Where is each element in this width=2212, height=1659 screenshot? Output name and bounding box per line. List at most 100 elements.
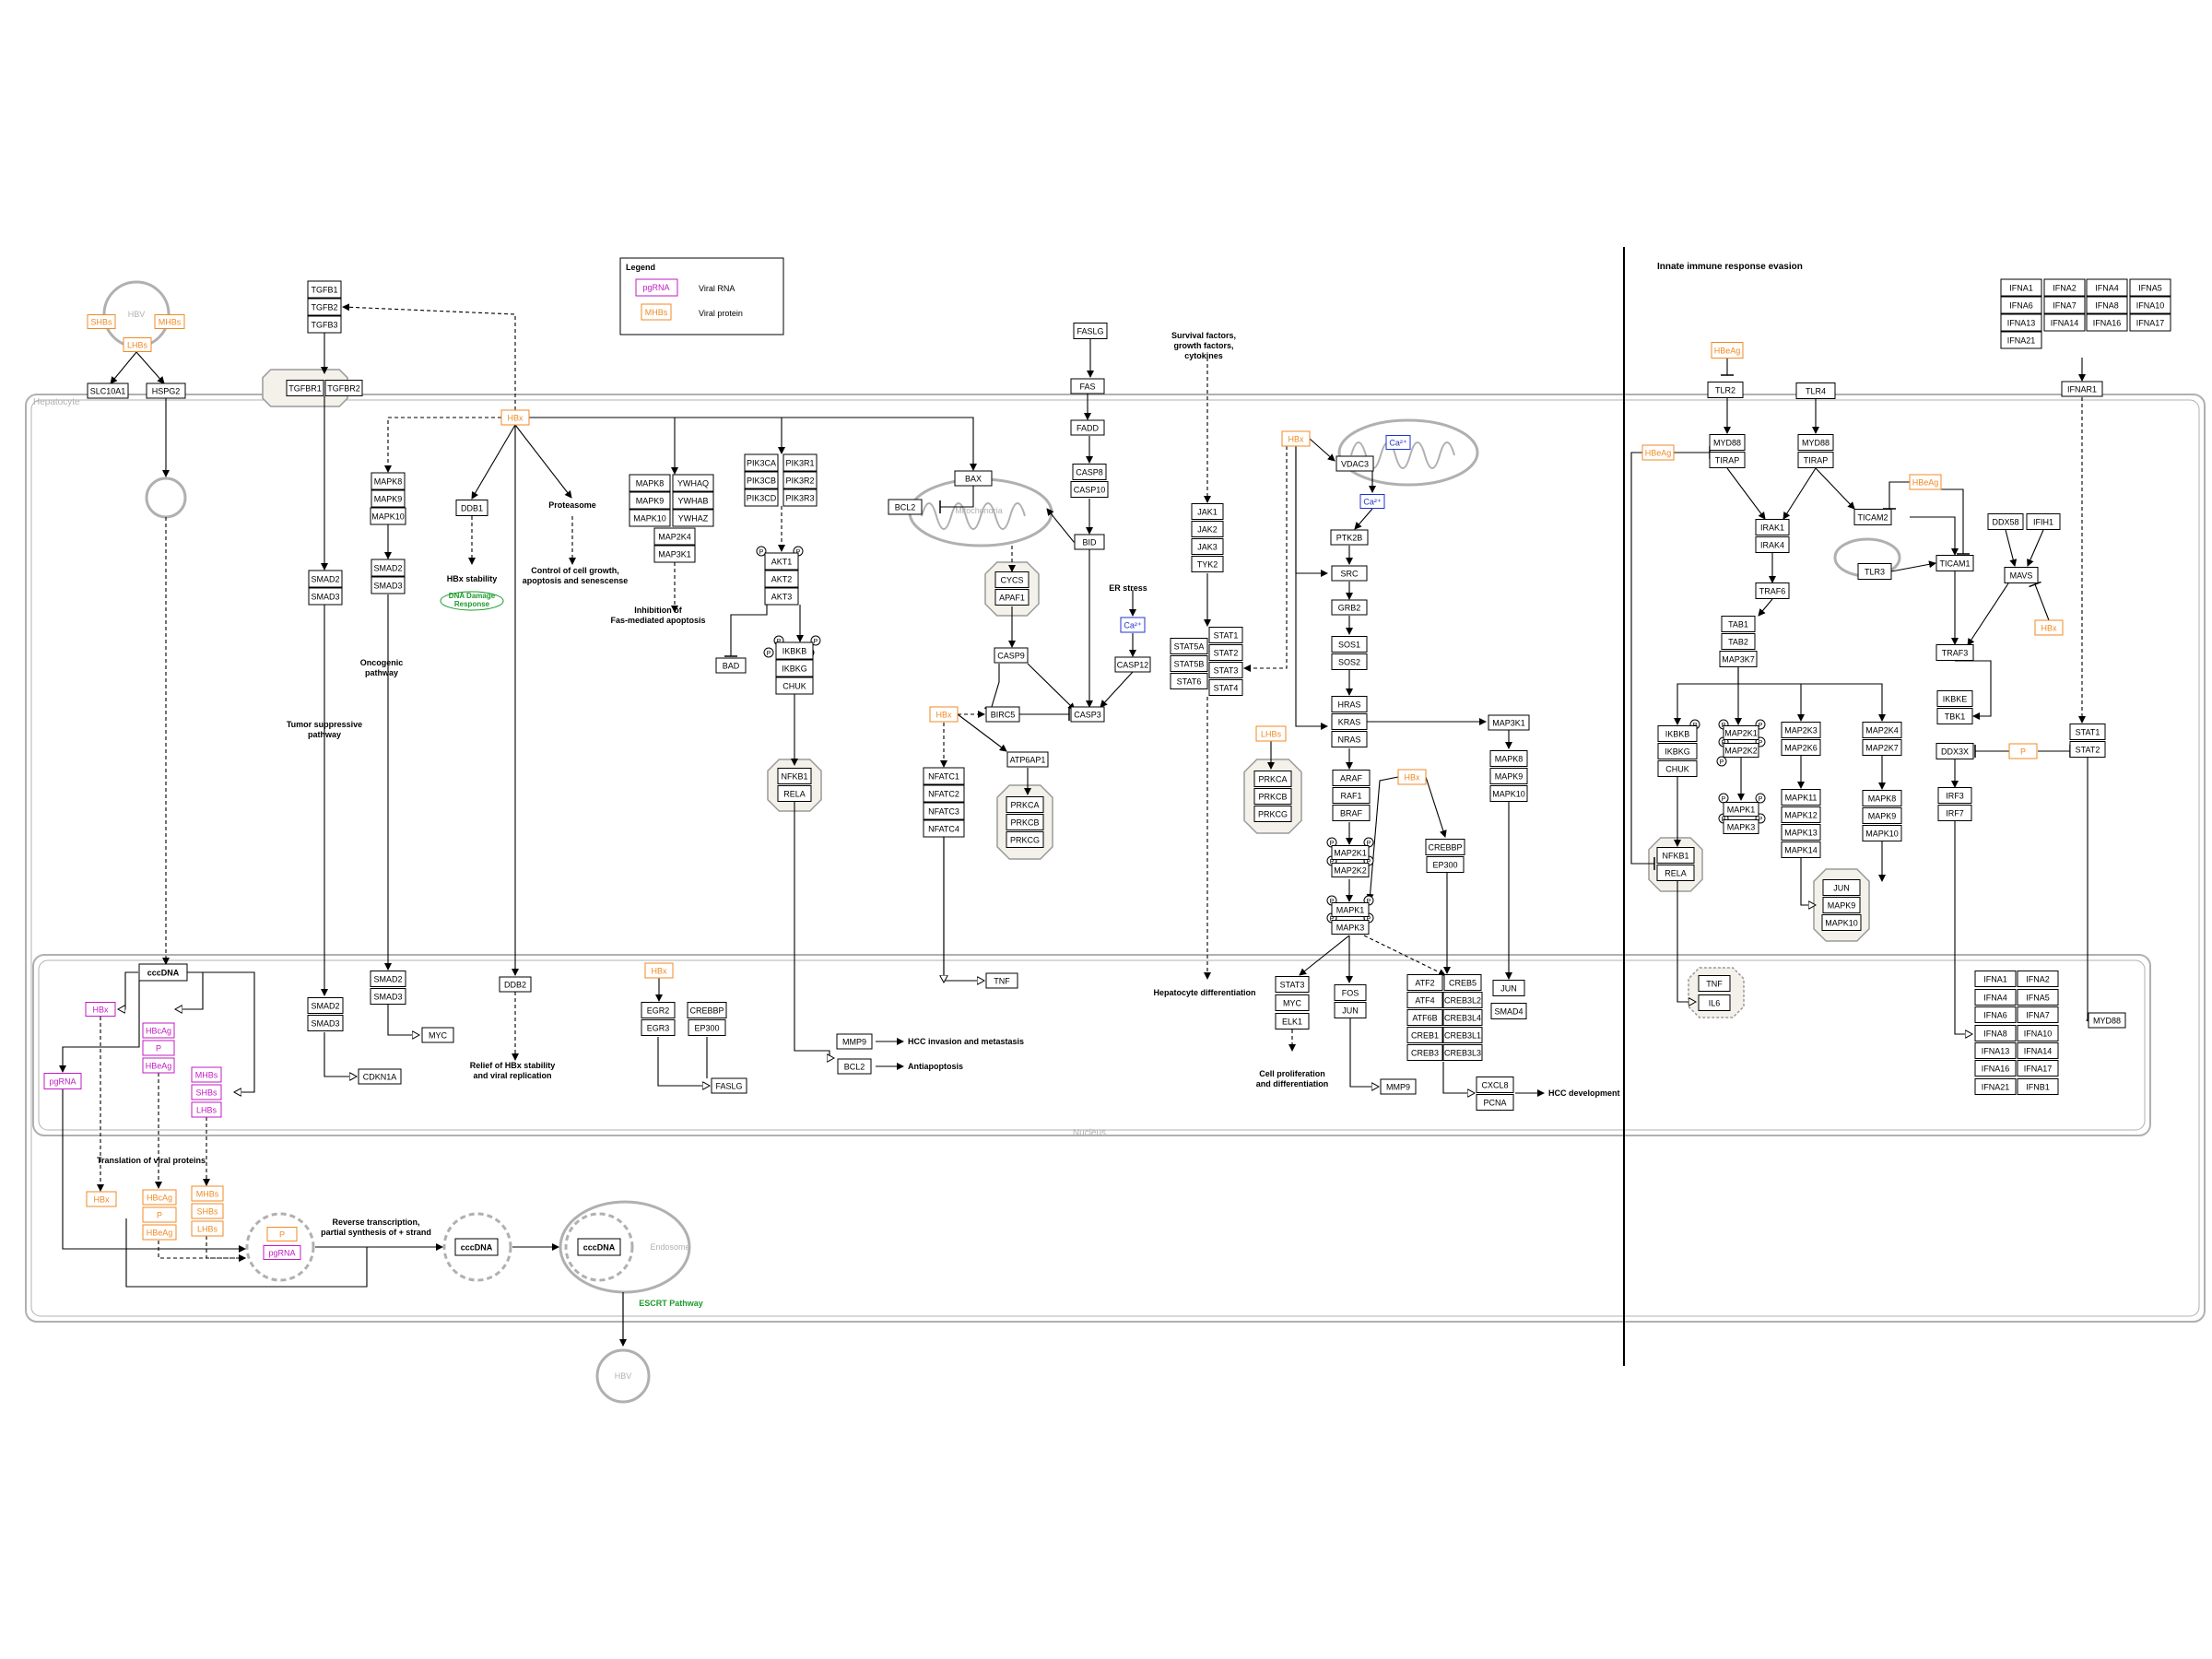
node-mhbs_c[interactable]: MHBs: [191, 1185, 224, 1202]
node-tab2[interactable]: TAB2: [1721, 633, 1756, 650]
node-hbx_main[interactable]: HBx: [500, 409, 530, 426]
node-hbx_egr[interactable]: HBx: [644, 962, 674, 979]
node-mapk8c[interactable]: MAPK8: [1489, 750, 1528, 767]
node-creb5[interactable]: CREB5: [1443, 974, 1482, 991]
node-stat2b[interactable]: STAT2: [2069, 741, 2106, 758]
node-mapk10a[interactable]: MAPK10: [370, 507, 406, 525]
node-prkcb_b[interactable]: PRKCB: [1253, 788, 1292, 805]
node-tgfbr1[interactable]: TGFBR1: [286, 380, 324, 396]
node-hbx_nuc[interactable]: HBx: [85, 1002, 116, 1017]
node-araf[interactable]: ARAF: [1332, 770, 1371, 786]
node-tirapb[interactable]: TIRAP: [1797, 452, 1834, 468]
node-tlr3[interactable]: TLR3: [1857, 563, 1892, 580]
node-mapk8a[interactable]: MAPK8: [371, 472, 406, 490]
node-ifna16b[interactable]: IFNA16: [1974, 1060, 2017, 1077]
node-casp3[interactable]: CASP3: [1070, 706, 1105, 723]
node-smad2a[interactable]: SMAD2: [308, 570, 343, 588]
node-tbk1[interactable]: TBK1: [1936, 708, 1973, 724]
node-ifna17b[interactable]: IFNA17: [2017, 1060, 2059, 1077]
node-map2k4a[interactable]: MAP2K4: [653, 527, 696, 546]
node-nras[interactable]: NRAS: [1331, 731, 1368, 747]
node-akt2[interactable]: AKT2: [764, 570, 799, 588]
node-map2k4b[interactable]: MAP2K4: [1862, 722, 1902, 738]
node-atf6b[interactable]: ATF6B: [1406, 1009, 1443, 1026]
node-sos1[interactable]: SOS1: [1331, 636, 1368, 653]
node-cccdna_2[interactable]: cccDNA: [454, 1238, 499, 1256]
node-smad2b[interactable]: SMAD2: [371, 559, 406, 577]
node-ticam2[interactable]: TICAM2: [1853, 509, 1892, 525]
node-hbx_vdac[interactable]: HBx: [1281, 430, 1311, 447]
node-ifna13b[interactable]: IFNA13: [1974, 1042, 2017, 1059]
node-ifna21b[interactable]: IFNA21: [1974, 1078, 2017, 1095]
node-slc10a1[interactable]: SLC10A1: [87, 382, 129, 399]
node-ddb2[interactable]: DDB2: [499, 976, 532, 993]
node-tirapa[interactable]: TIRAP: [1709, 452, 1746, 468]
node-irak4[interactable]: IRAK4: [1755, 536, 1790, 553]
node-ifna5b[interactable]: IFNA5: [2017, 989, 2059, 1006]
node-cycs[interactable]: CYCS: [994, 571, 1030, 588]
node-stat3b[interactable]: STAT3: [1275, 976, 1310, 993]
node-ikbke[interactable]: IKBKE: [1936, 690, 1973, 707]
node-mapk1b[interactable]: MAPK1: [1723, 802, 1759, 817]
node-stat2a[interactable]: STAT2: [1208, 644, 1243, 661]
node-cccdna_nuc[interactable]: cccDNA: [138, 963, 188, 982]
node-casp12[interactable]: CASP12: [1114, 656, 1151, 673]
node-jun_c[interactable]: JUN: [1822, 879, 1861, 896]
node-ifnb1[interactable]: IFNB1: [2017, 1078, 2059, 1095]
node-nfatc3[interactable]: NFATC3: [923, 802, 965, 820]
node-casp8[interactable]: CASP8: [1072, 464, 1107, 480]
node-prkcb_a[interactable]: PRKCB: [1006, 814, 1044, 830]
node-creb1[interactable]: CREB1: [1406, 1027, 1443, 1043]
node-fadd[interactable]: FADD: [1070, 419, 1105, 436]
node-egr3[interactable]: EGR3: [641, 1019, 676, 1036]
node-egr2[interactable]: EGR2: [641, 1002, 676, 1018]
node-vdac3[interactable]: VDAC3: [1335, 455, 1374, 472]
node-ca_mito[interactable]: Ca²⁺: [1385, 435, 1411, 450]
node-kras[interactable]: KRAS: [1331, 713, 1368, 730]
node-mapk9b[interactable]: MAPK9: [629, 491, 671, 510]
node-prkcg_b[interactable]: PRKCG: [1253, 806, 1292, 822]
node-smad4[interactable]: SMAD4: [1490, 1003, 1527, 1019]
node-stat3a[interactable]: STAT3: [1208, 662, 1243, 678]
node-mavs[interactable]: MAVS: [2004, 567, 2039, 583]
node-ifna10[interactable]: IFNA10: [2129, 296, 2171, 314]
node-mapk13[interactable]: MAPK13: [1781, 824, 1821, 841]
node-ifna2b[interactable]: IFNA2: [2017, 971, 2059, 987]
node-ifna4[interactable]: IFNA4: [2086, 278, 2128, 297]
node-sos2[interactable]: SOS2: [1331, 653, 1368, 670]
node-hbeag_c[interactable]: HBeAg: [142, 1224, 177, 1241]
node-hbeag_tic[interactable]: HBeAg: [1909, 474, 1942, 490]
node-tgfb3[interactable]: TGFB3: [307, 315, 342, 334]
node-lhbs1[interactable]: LHBs: [123, 337, 152, 352]
node-faslg_top[interactable]: FASLG: [1073, 323, 1108, 339]
node-ikbkb_b[interactable]: IKBKB: [1657, 725, 1698, 742]
node-mapk1a[interactable]: MAPK1: [1331, 902, 1370, 917]
node-atf2[interactable]: ATF2: [1406, 974, 1443, 991]
node-raf1[interactable]: RAF1: [1332, 787, 1371, 804]
node-ifna8[interactable]: IFNA8: [2086, 296, 2128, 314]
node-casp9[interactable]: CASP9: [994, 647, 1029, 664]
node-crebbp_b[interactable]: CREBBP: [687, 1002, 727, 1018]
node-jak2[interactable]: JAK2: [1191, 521, 1224, 537]
node-irak1[interactable]: IRAK1: [1755, 519, 1790, 535]
node-hbeag_myd[interactable]: HBeAg: [1641, 444, 1675, 461]
node-mmp9b[interactable]: MMP9: [1380, 1078, 1417, 1095]
node-hbcag_c[interactable]: HBcAg: [142, 1189, 177, 1206]
node-pik3r3[interactable]: PIK3R3: [782, 488, 818, 507]
node-lhbs_c[interactable]: LHBs: [191, 1220, 224, 1237]
node-ddx3x[interactable]: DDX3X: [1936, 743, 1974, 759]
node-bid[interactable]: BID: [1074, 534, 1105, 550]
node-ifih1[interactable]: IFIH1: [2026, 513, 2061, 530]
node-mapk9d[interactable]: MAPK9: [1862, 807, 1902, 824]
node-myd88b[interactable]: MYD88: [1797, 434, 1834, 451]
node-ifna1b[interactable]: IFNA1: [1974, 971, 2017, 987]
node-map2k1a[interactable]: MAP2K1: [1331, 845, 1370, 860]
node-ifna10b[interactable]: IFNA10: [2017, 1025, 2059, 1041]
node-hras[interactable]: HRAS: [1331, 696, 1368, 712]
node-pik3cb[interactable]: PIK3CB: [744, 471, 779, 489]
node-nfatc4[interactable]: NFATC4: [923, 819, 965, 838]
node-lhbs_prkc[interactable]: LHBs: [1255, 725, 1287, 742]
node-pgrna_n[interactable]: pgRNA: [43, 1073, 82, 1089]
node-myc_a[interactable]: MYC: [421, 1027, 454, 1043]
node-atp6ap1[interactable]: ATP6AP1: [1006, 751, 1049, 768]
